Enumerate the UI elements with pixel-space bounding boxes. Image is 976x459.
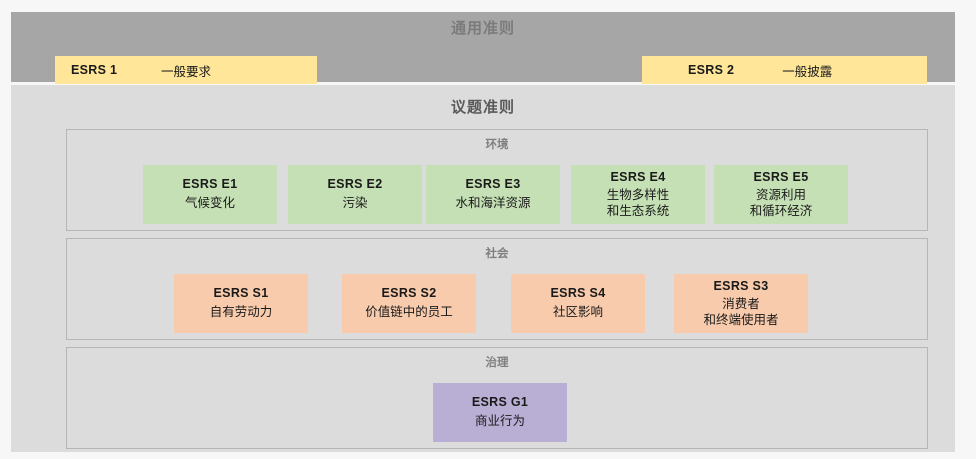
category-panel-environment: 环境 ESRS E1 气候变化 ESRS E2 污染 ESRS E3 水和海洋资…	[66, 129, 928, 231]
standard-code: ESRS G1	[471, 395, 529, 410]
standard-code: ESRS E2	[327, 177, 383, 192]
standard-box-esrs-e5[interactable]: ESRS E5 资源利用 和循环经济	[714, 165, 848, 224]
standard-box-esrs-1[interactable]: ESRS 1 一般要求	[55, 56, 317, 84]
topical-standards-title: 议题准则	[450, 99, 515, 116]
standard-code: ESRS S1	[213, 286, 269, 301]
standard-box-esrs-s3[interactable]: ESRS S3 消费者 和终端使用者	[674, 274, 808, 333]
standard-name: 商业行为	[474, 414, 525, 428]
standard-name: 一般披露	[782, 64, 833, 79]
standard-code: ESRS E3	[465, 177, 521, 192]
category-label-governance: 治理	[485, 357, 509, 369]
standard-name: 生物多样性 和生态系统	[606, 188, 670, 218]
standard-code: ESRS 1	[71, 63, 118, 77]
category-label-social: 社会	[485, 248, 509, 260]
general-standards-band: 通用准则 ESRS 1 一般要求 ESRS 2 一般披露	[11, 12, 955, 84]
standard-name: 气候变化	[184, 196, 235, 210]
standard-name: 资源利用 和循环经济	[749, 188, 813, 218]
standard-name: 消费者 和终端使用者	[703, 297, 779, 327]
standard-box-esrs-2[interactable]: ESRS 2 一般披露	[642, 56, 927, 84]
standard-code: ESRS S2	[381, 286, 437, 301]
standard-box-esrs-e4[interactable]: ESRS E4 生物多样性 和生态系统	[571, 165, 705, 224]
standard-code: ESRS E4	[610, 169, 666, 184]
standard-code: ESRS E1	[182, 177, 238, 192]
standard-box-esrs-s4[interactable]: ESRS S4 社区影响	[511, 274, 645, 333]
standard-box-esrs-s2[interactable]: ESRS S2 价值链中的员工	[342, 274, 476, 333]
standard-box-esrs-e2[interactable]: ESRS E2 污染	[288, 165, 422, 224]
standard-name: 社区影响	[552, 305, 603, 319]
category-panel-social: 社会 ESRS S1 自有劳动力 ESRS S2 价值链中的员工 ESRS S4…	[66, 238, 928, 340]
standard-box-esrs-s1[interactable]: ESRS S1 自有劳动力	[174, 274, 308, 333]
category-panel-governance: 治理 ESRS G1 商业行为	[66, 347, 928, 449]
topical-standards-band: 议题准则 环境 ESRS E1 气候变化 ESRS E2 污染 ESRS E3 …	[11, 85, 955, 452]
standard-box-esrs-g1[interactable]: ESRS G1 商业行为	[433, 383, 567, 442]
standard-box-esrs-e1[interactable]: ESRS E1 气候变化	[143, 165, 277, 224]
standard-box-esrs-e3[interactable]: ESRS E3 水和海洋资源	[426, 165, 560, 224]
standard-name: 水和海洋资源	[455, 196, 531, 210]
category-label-environment: 环境	[485, 139, 509, 151]
standard-code: ESRS 2	[688, 63, 735, 77]
general-standards-title: 通用准则	[450, 20, 515, 37]
standard-name: 自有劳动力	[209, 305, 273, 319]
standard-code: ESRS E5	[753, 169, 809, 184]
standard-code: ESRS S4	[550, 286, 606, 301]
standard-name: 污染	[342, 196, 368, 210]
standard-name: 价值链中的员工	[365, 305, 453, 319]
standard-code: ESRS S3	[713, 278, 769, 293]
standard-name: 一般要求	[160, 64, 212, 79]
